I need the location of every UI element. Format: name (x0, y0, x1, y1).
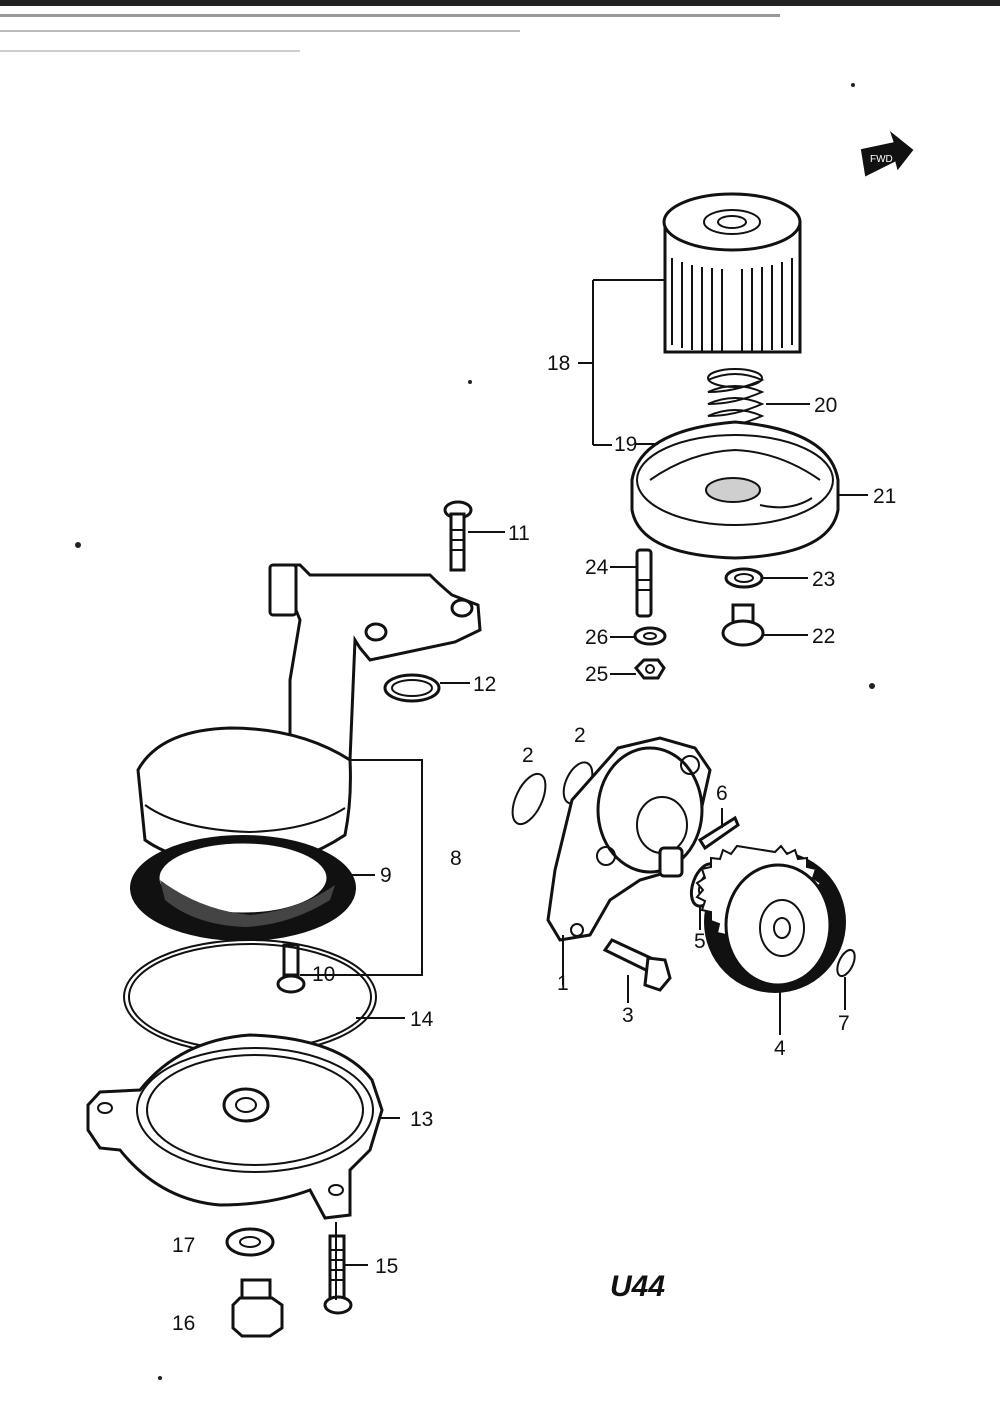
oil-pan-plate-13 (86, 1033, 384, 1220)
callout-7: 7 (838, 1012, 850, 1035)
page-code: U44 (610, 1270, 665, 1303)
forward-arrow-icon: FWD (860, 131, 914, 177)
callout-18: 18 (547, 352, 570, 375)
oring-23 (724, 567, 764, 589)
callout-23: 23 (812, 568, 835, 591)
callout-10: 10 (312, 963, 335, 986)
callout-2b: 2 (574, 724, 586, 747)
forward-arrow-label: FWD (870, 154, 893, 165)
oil-pump-body (546, 736, 712, 942)
scan-noise-top (0, 0, 1000, 52)
washer-17 (225, 1227, 275, 1257)
callout-24: 24 (585, 556, 609, 579)
callout-3: 3 (622, 1004, 634, 1027)
callout-16: 16 (172, 1312, 195, 1335)
oil-filter-element (662, 192, 802, 354)
nut-25 (633, 658, 666, 680)
callout-2a: 2 (522, 744, 534, 767)
callout-26: 26 (585, 626, 608, 649)
callout-12: 12 (473, 673, 496, 696)
callout-13: 13 (410, 1108, 433, 1131)
callout-11: 11 (508, 522, 530, 545)
strainer-gasket-9 (130, 835, 356, 941)
callout-22: 22 (812, 625, 835, 648)
bolt-11 (443, 500, 473, 572)
callout-21: 21 (873, 485, 896, 508)
callout-1: 1 (557, 972, 569, 995)
bolt-15 (323, 1234, 353, 1315)
callout-4: 4 (774, 1037, 786, 1060)
drain-plug-16 (231, 1278, 284, 1338)
circlip-2a (511, 772, 547, 826)
callout-9: 9 (380, 864, 392, 887)
callout-8: 8 (450, 847, 462, 870)
dowel-pin-6 (697, 815, 740, 851)
oring-12 (383, 673, 441, 703)
scan-specks (75, 83, 875, 1380)
drain-bolt-22 (721, 603, 765, 647)
callout-17: 17 (172, 1234, 195, 1257)
callout-6: 6 (716, 782, 728, 805)
callout-14: 14 (410, 1008, 434, 1031)
filter-cap (630, 420, 840, 560)
callout-25: 25 (585, 663, 608, 686)
callout-19: 19 (614, 433, 637, 456)
leader-lines (300, 279, 868, 1300)
circlip-7 (836, 948, 856, 978)
screw-10 (276, 943, 306, 994)
stud-bolt (635, 548, 653, 618)
callout-5: 5 (694, 930, 706, 953)
screw-3 (602, 938, 672, 992)
callout-labels: 11 12 8 9 10 14 13 17 15 16 18 19 20 21 … (172, 352, 896, 1335)
callout-20: 20 (814, 394, 837, 417)
oil-pipe (268, 563, 482, 762)
callout-15: 15 (375, 1255, 398, 1278)
washer-26 (633, 626, 667, 646)
pump-gear-4 (695, 844, 846, 993)
